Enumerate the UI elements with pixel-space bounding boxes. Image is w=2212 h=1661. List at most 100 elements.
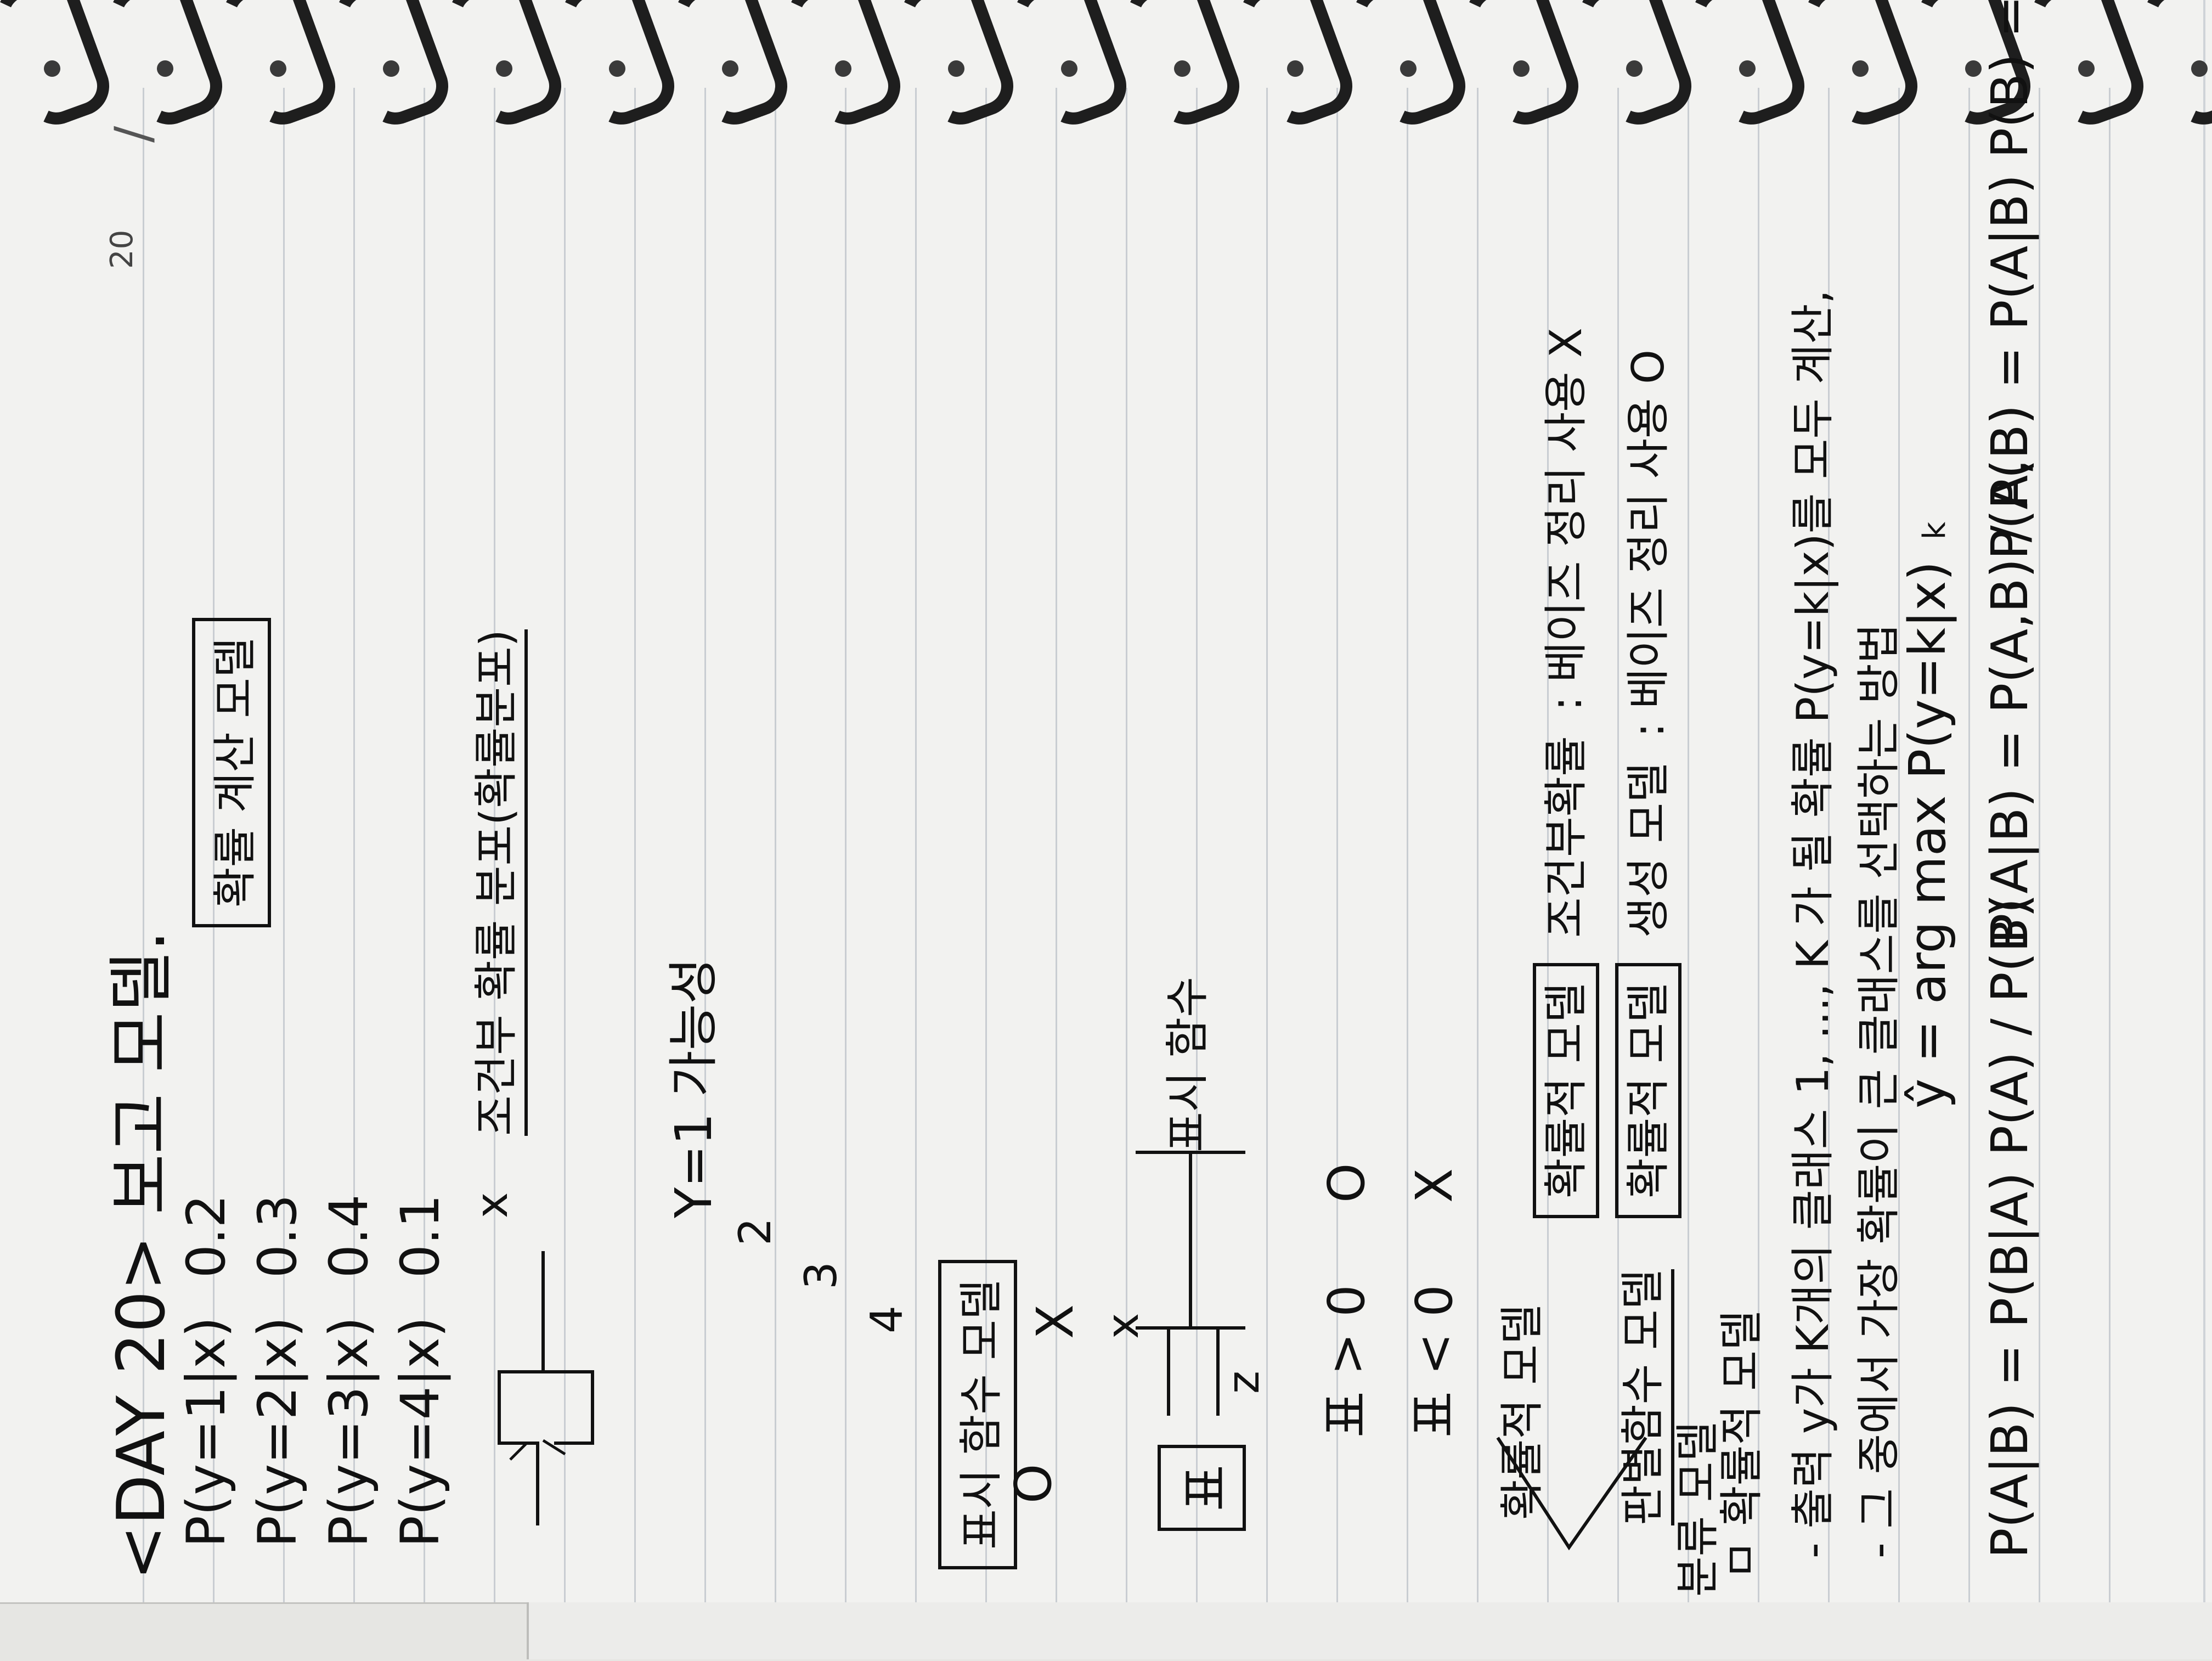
diagram2-mark-x: X <box>1026 1304 1085 1339</box>
prob-line-1: P(y=1|x) 0.2 <box>176 1195 237 1547</box>
classification-row-2-box: 확률적 모델 <box>1615 962 1681 1218</box>
binding-hole <box>1174 60 1190 77</box>
ruled-line <box>1407 88 1408 1602</box>
ruled-line <box>1968 88 1970 1602</box>
notes-formula: ŷ = arg max P(y=k|x) k <box>1898 522 1957 1108</box>
ruled-line <box>1266 88 1268 1602</box>
binding-hole <box>1626 60 1643 77</box>
case-row-1-result: O <box>1317 1163 1376 1203</box>
ruled-line <box>634 88 636 1602</box>
ruled-line <box>2039 88 2040 1602</box>
notes-heading: ㅁ 확률적 모델 <box>1716 1310 1767 1580</box>
ruled-line <box>1126 88 1127 1602</box>
prob-value-4: 0.1 <box>390 1194 451 1279</box>
ruled-line <box>1547 88 1549 1602</box>
classification-row-1-box: 확률적 모델 <box>1533 962 1599 1218</box>
prob-line-4: P(y=4|x) 0.1 <box>390 1195 451 1547</box>
page-number: 20 <box>104 229 140 269</box>
binding-hole <box>835 60 851 77</box>
diagram2-mark-o: O <box>1004 1463 1063 1504</box>
binding-hole <box>1739 60 1756 77</box>
ruled-line <box>1056 88 1057 1602</box>
handwritten-sheet: <DAY 20> 보고 모델. 20 / P(y=1|x) 0.2 P(y=2|… <box>82 0 2112 1602</box>
ruled-line <box>1898 88 1900 1602</box>
case-row-2-cond: 표 < 0 <box>1405 1285 1464 1438</box>
ruled-line <box>1196 88 1198 1602</box>
prob-expr-4: P(y=4|x) <box>390 1316 451 1547</box>
ruled-line <box>845 88 847 1602</box>
binding-hole <box>1287 60 1304 77</box>
diagram1-output: Y=1 가능성 <box>664 958 723 1218</box>
binding-hole <box>496 60 512 77</box>
ruled-line <box>1758 88 1759 1602</box>
case-row-2-result: X <box>1405 1168 1464 1203</box>
ruled-line <box>143 88 144 1602</box>
ruled-line <box>1828 88 1830 1602</box>
margin-line <box>2203 0 2205 1659</box>
diagram1-output-3: 3 <box>795 1262 847 1290</box>
case-row-2: 표 < 0 X <box>1393 1168 1466 1438</box>
notes-line-1: - 출력 y가 K개의 클래스 1, ..., K 가 될 확률 P(y=k|x… <box>1787 289 1838 1558</box>
date-mark: / <box>104 126 162 143</box>
diagram1-output-4: 4 <box>861 1305 912 1333</box>
diagram1-output-2: 2 <box>730 1218 781 1246</box>
binding-hole <box>383 60 399 77</box>
prob-line-3: P(y=3|x) 0.4 <box>318 1195 380 1547</box>
ruled-line <box>283 88 285 1602</box>
diagram1-lines <box>498 1251 594 1525</box>
prob-value-2: 0.3 <box>247 1194 308 1279</box>
binding-hole <box>948 60 964 77</box>
ruled-line <box>1617 88 1619 1602</box>
binding-hole <box>2191 60 2208 77</box>
prob-value-3: 0.4 <box>318 1194 380 1279</box>
ruled-line <box>213 88 215 1602</box>
case-row-1: 표 > 0 O <box>1306 1163 1379 1438</box>
diagram2-lines <box>1136 1151 1245 1416</box>
binding-hole <box>157 60 173 77</box>
ruled-line <box>494 88 495 1602</box>
classification-row-1-rest: : 베이즈 정리 사용 X <box>1541 328 1592 711</box>
binding-hole <box>1513 60 1530 77</box>
notes-formula-text: ŷ = arg max P(y=k|x) <box>1898 561 1957 1108</box>
diagram1-caption: 조건부 확률 분포(확률분포) <box>461 629 528 1136</box>
ruled-line <box>915 88 917 1602</box>
classification-row-2-rest: : 베이즈 정리 사용 O <box>1623 350 1674 737</box>
classification-brace <box>1496 1437 1647 1551</box>
binding-hole <box>722 60 738 77</box>
binding-hole <box>270 60 286 77</box>
prob-expr-3: P(y=3|x) <box>318 1316 380 1547</box>
ruled-line <box>564 88 566 1602</box>
ruled-line <box>2109 88 2111 1602</box>
ruled-line <box>1477 88 1479 1602</box>
notes-line-2: - 그 중에서 가장 확률이 큰 클래스를 선택하는 방법 <box>1853 623 1904 1558</box>
case-row-1-cond: 표 > 0 <box>1317 1285 1376 1438</box>
binding-hole <box>1400 60 1417 77</box>
classification-item-1: 확률적 모델 <box>1497 1304 1548 1520</box>
ruled-line <box>1336 88 1338 1602</box>
ruled-line <box>424 88 425 1602</box>
ruled-line <box>985 88 987 1602</box>
ruled-line <box>775 88 776 1602</box>
classification-row-1: 확률적 모델 조건부확률 : 베이즈 정리 사용 X <box>1531 328 1599 1218</box>
next-page-edge <box>527 1602 2212 1659</box>
binding-hole <box>44 60 60 77</box>
classification-row-2: 확률적 모델 생성 모델 : 베이즈 정리 사용 O <box>1613 350 1681 1218</box>
diagram2-box: 표시 함수 모델 <box>938 1259 1017 1569</box>
prob-model-box: 확률 계산 모델 <box>192 617 271 927</box>
ruled-line <box>704 88 706 1602</box>
binding-hole <box>1965 60 1982 77</box>
prob-line-2: P(y=2|x) 0.3 <box>247 1195 308 1547</box>
diagram1-input: x <box>466 1192 517 1218</box>
diagram2-block: 표 <box>1158 1445 1246 1531</box>
ruled-line <box>1688 88 1689 1602</box>
classification-item-2: 판별함수 모델 <box>1607 1269 1674 1525</box>
prob-expr-2: P(y=2|x) <box>247 1316 308 1547</box>
ruled-line <box>353 88 355 1602</box>
page-title: <DAY 20> 보고 모델. <box>104 930 180 1580</box>
notes-bayes-3: P(A|B) = P(B|A) P(A) / P(B) <box>1980 898 2039 1558</box>
notes-bayes-2: P(A,B) = P(A|B) P(B) = P(B|A) P(A) <box>1980 0 2039 560</box>
prob-expr-1: P(y=1|x) <box>176 1316 237 1547</box>
binding-hole <box>1061 60 1077 77</box>
